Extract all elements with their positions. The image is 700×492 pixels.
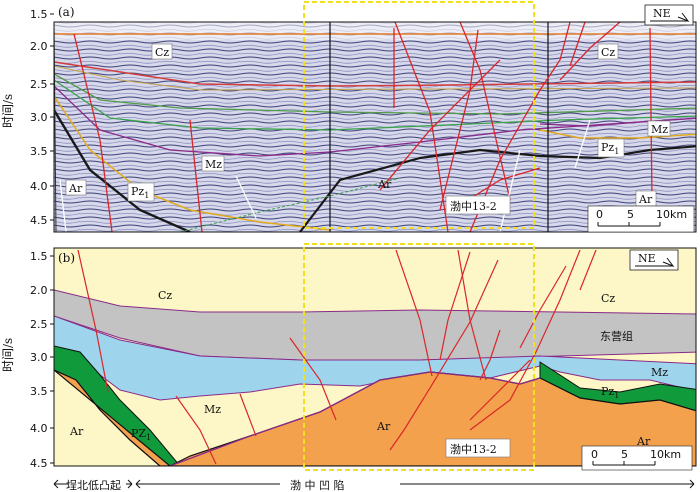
- y-tick: 3.5: [30, 385, 48, 398]
- region-right-label: 渤 中 凹 陷: [290, 478, 345, 492]
- compass-b: NE: [629, 249, 679, 271]
- study-area-label: 渤中13-2: [450, 200, 497, 213]
- y-axis-label: 时间/s: [1, 94, 15, 128]
- study-area-box-b: [303, 243, 535, 471]
- region-bar: 埕北低凸起 渤 中 凹 陷: [53, 478, 695, 492]
- panel-a-frame: [53, 21, 697, 233]
- scale-mid: 5: [627, 208, 634, 221]
- pz-label: Pz1: [601, 385, 619, 400]
- left-arrow-icon: [53, 479, 68, 489]
- cz-label: Cz: [601, 46, 615, 59]
- panel-b: (b) 1.5 2.0 2.5 3.0 3.5 4.0 4.5 时间/s Cz …: [1, 243, 697, 471]
- y-tick: 2.0: [30, 284, 48, 297]
- mz-label: Mz: [205, 158, 222, 171]
- scale-zero: 0: [591, 448, 598, 461]
- panel-b-y-axis: 1.5 2.0 2.5 3.0 3.5 4.0 4.5 时间/s: [1, 250, 54, 470]
- y-tick: 3.5: [30, 145, 48, 158]
- ar-label: Ar: [69, 425, 84, 438]
- ar-label: Ar: [68, 182, 83, 195]
- scale-zero: 0: [596, 208, 603, 221]
- compass-label: NE: [653, 7, 671, 20]
- cz-label: Cz: [158, 289, 172, 302]
- left-arrow-icon: [135, 479, 280, 489]
- ar-label: Ar: [636, 435, 651, 448]
- pz-label: Pz1: [601, 141, 619, 156]
- mz-label: Mz: [651, 123, 668, 136]
- y-tick: 3.0: [30, 111, 48, 124]
- north-east-arrow-icon: [650, 12, 690, 23]
- compass-label: NE: [638, 252, 656, 265]
- y-axis-label: 时间/s: [1, 338, 15, 372]
- scale-mid: 5: [621, 448, 628, 461]
- scale-end: 10km: [650, 448, 681, 461]
- ar-label: Ar: [638, 193, 653, 206]
- study-area-label: 渤中13-2: [450, 443, 497, 456]
- scale-bar-b: 0 5 10km: [581, 445, 693, 471]
- region-left-label: 埕北低凸起: [66, 479, 121, 492]
- y-tick: 2.5: [30, 78, 48, 91]
- ar-label: Ar: [377, 178, 392, 191]
- panel-a-y-axis: 1.5 2.0 2.5 3.0 3.5 4.0 4.5 时间/s: [1, 8, 54, 227]
- seismic-horizons: [54, 22, 696, 232]
- north-east-arrow-icon: [635, 257, 675, 268]
- cz-label: Cz: [155, 46, 169, 59]
- pz-label: Pz1: [131, 185, 149, 200]
- study-area-box-a: [303, 1, 535, 229]
- right-arrow-icon: [400, 479, 695, 489]
- y-tick: 4.5: [30, 457, 48, 470]
- y-tick: 4.5: [30, 214, 48, 227]
- y-tick: 3.0: [30, 351, 48, 364]
- dongying-layer: [54, 289, 696, 361]
- panel-b-labels: Cz Cz 东营组 Mz Mz Ar Ar Ar PZ1 Pz1 渤中13-2: [69, 289, 668, 458]
- scale-end: 10km: [656, 208, 687, 221]
- panel-a: (a) 1.5 2.0 2.5 3.0 3.5 4.0 4.5 时间/s Cz …: [1, 1, 697, 233]
- y-tick: 1.5: [30, 8, 48, 21]
- panel-a-labels: Cz Cz Mz Mz Ar Ar Ar Pz1 Pz1 渤中13-2: [65, 43, 671, 215]
- compass-a: NE: [644, 4, 694, 26]
- y-tick: 2.0: [30, 40, 48, 53]
- y-tick: 4.0: [30, 180, 48, 193]
- y-tick: 1.5: [30, 250, 48, 263]
- geologic-model: [54, 248, 696, 466]
- y-tick: 4.0: [30, 422, 48, 435]
- y-tick: 2.5: [30, 318, 48, 331]
- cz-label: Cz: [601, 292, 615, 305]
- scale-bar-a: 0 5 10km: [587, 205, 695, 233]
- panel-a-tag: (a): [58, 5, 75, 19]
- mz-label: Mz: [204, 403, 221, 416]
- dongying-label: 东营组: [600, 329, 633, 343]
- pz-label: PZ1: [131, 427, 151, 442]
- panel-b-tag: (b): [58, 251, 75, 265]
- mz-label: Mz: [651, 366, 668, 379]
- ar-label: Ar: [376, 420, 391, 433]
- right-arrow-icon: [126, 479, 133, 489]
